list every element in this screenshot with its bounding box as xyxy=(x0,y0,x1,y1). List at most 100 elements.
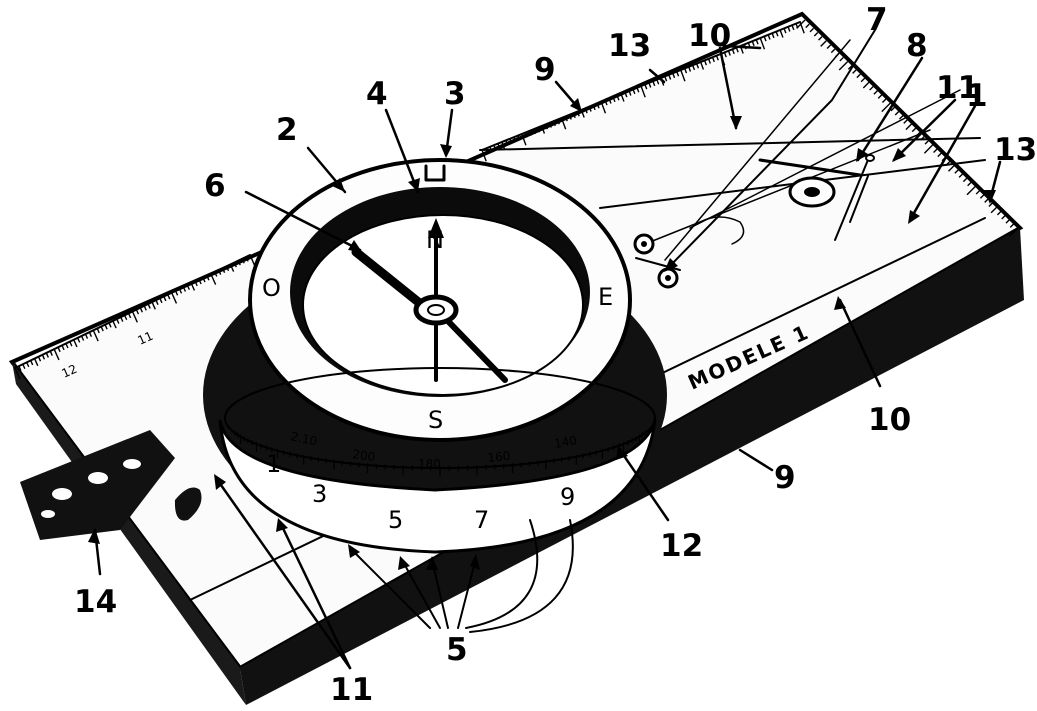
ruler-tick xyxy=(26,362,30,368)
ruler-tick xyxy=(206,275,210,281)
callout-13-top: 13 xyxy=(608,28,651,64)
ruler-tick xyxy=(186,284,190,290)
callout-1: 1 xyxy=(966,78,988,114)
ruler-tick xyxy=(731,48,735,55)
bezel-num: 140 xyxy=(553,433,578,451)
ruler-tick xyxy=(656,79,660,85)
callout-13-right: 13 xyxy=(994,132,1037,168)
ruler-tick xyxy=(53,348,60,361)
ruler-number-12: 12 xyxy=(60,362,80,381)
ruler-tick xyxy=(218,269,222,275)
ruler-tick xyxy=(77,337,81,343)
ruler-tick xyxy=(249,254,256,267)
ruler-tick xyxy=(241,258,245,264)
ruler-tick xyxy=(877,94,883,99)
ruler-tick xyxy=(988,202,993,208)
ruler-tick xyxy=(664,76,668,82)
ruler-tick xyxy=(33,358,39,367)
ruler-tick xyxy=(962,177,968,183)
ruler-tick xyxy=(592,104,596,111)
sighting-assembly xyxy=(699,154,875,245)
ruler-tick xyxy=(245,256,249,262)
ruler-tick xyxy=(544,124,549,130)
ruler-tick xyxy=(672,72,676,79)
ruler-tick xyxy=(830,48,836,54)
ruler-tick xyxy=(564,116,568,122)
ruler-ticks-top xyxy=(481,21,805,162)
compass-needle xyxy=(351,218,508,383)
ruler-tick xyxy=(979,194,985,199)
ruler-tick xyxy=(783,28,787,34)
bezel-ticks xyxy=(234,430,646,476)
ruler-tick xyxy=(723,52,727,58)
ruler-tick xyxy=(584,108,588,114)
ruler-tick xyxy=(485,148,489,154)
ruler-tick xyxy=(80,335,85,341)
ruler-tick xyxy=(612,96,616,103)
callout-3: 3 xyxy=(444,76,466,112)
ruler-tick xyxy=(924,140,930,145)
ruler-tick xyxy=(916,131,921,137)
ruler-tick xyxy=(644,84,648,90)
ruler-tick xyxy=(525,132,529,138)
ruler-tick xyxy=(576,111,580,117)
cardinal-west: O xyxy=(262,274,281,302)
ruler-tick xyxy=(852,69,857,74)
ruler-tick xyxy=(967,181,972,187)
lower-num: 1 xyxy=(266,450,281,478)
hinge-pins xyxy=(633,233,681,289)
bezel-num: 180 xyxy=(418,457,441,471)
ruler-tick xyxy=(151,301,156,310)
ruler-tick xyxy=(61,345,65,351)
callout-12: 12 xyxy=(660,528,703,564)
ruler-tick xyxy=(767,34,771,40)
ruler-tick xyxy=(860,77,866,83)
ruler-tick xyxy=(572,112,576,119)
ruler-tick xyxy=(556,119,560,125)
ruler-tick xyxy=(221,267,226,273)
callout-6: 6 xyxy=(204,168,226,204)
callout-8: 8 xyxy=(906,28,928,64)
ruler-tick xyxy=(84,333,89,339)
callout-10-top: 10 xyxy=(688,18,731,54)
ruler-tick xyxy=(775,31,779,37)
lanyard-clip xyxy=(20,430,202,540)
ruler-tick xyxy=(112,320,117,329)
ruler-tick xyxy=(202,277,206,283)
ruler-tick xyxy=(497,143,501,149)
ruler-tick xyxy=(182,286,187,292)
ruler-tick xyxy=(194,281,198,287)
lower-scale: 1 3 5 7 9 xyxy=(266,450,575,534)
ruler-tick xyxy=(958,173,964,178)
ruler-tick xyxy=(233,262,237,268)
ruler-tick xyxy=(984,198,989,203)
ruler-tick xyxy=(22,363,26,370)
ruler-tick xyxy=(143,305,147,311)
ruler-tick xyxy=(1009,227,1019,237)
ruler-tick xyxy=(839,56,844,62)
ruler-tick xyxy=(540,125,546,134)
ruler-tick xyxy=(163,296,167,302)
ruler-tick xyxy=(695,63,700,69)
callout-11-top: 11 xyxy=(936,70,979,106)
lower-num: 5 xyxy=(388,506,403,534)
ruler-tick xyxy=(937,152,942,158)
ruler-number-11: 11 xyxy=(136,329,156,348)
ruler-tick xyxy=(30,360,34,366)
ruler-tick xyxy=(18,365,22,371)
ruler-tick xyxy=(1001,215,1006,220)
ruler-tick xyxy=(771,32,775,39)
ruler-tick xyxy=(751,40,755,47)
ruler-tick xyxy=(560,117,567,130)
ruler-tick xyxy=(608,98,612,104)
ruler-tick xyxy=(167,294,171,300)
ruler-tick xyxy=(104,324,108,330)
ruler-tick xyxy=(155,299,159,305)
ruler-tick xyxy=(933,148,938,153)
ruler-tick xyxy=(509,138,513,144)
ruler-tick xyxy=(124,314,128,321)
ruler-tick xyxy=(214,271,218,277)
ruler-tick xyxy=(596,103,600,109)
ruler-tick xyxy=(975,190,981,195)
ruler-tick xyxy=(948,165,955,172)
